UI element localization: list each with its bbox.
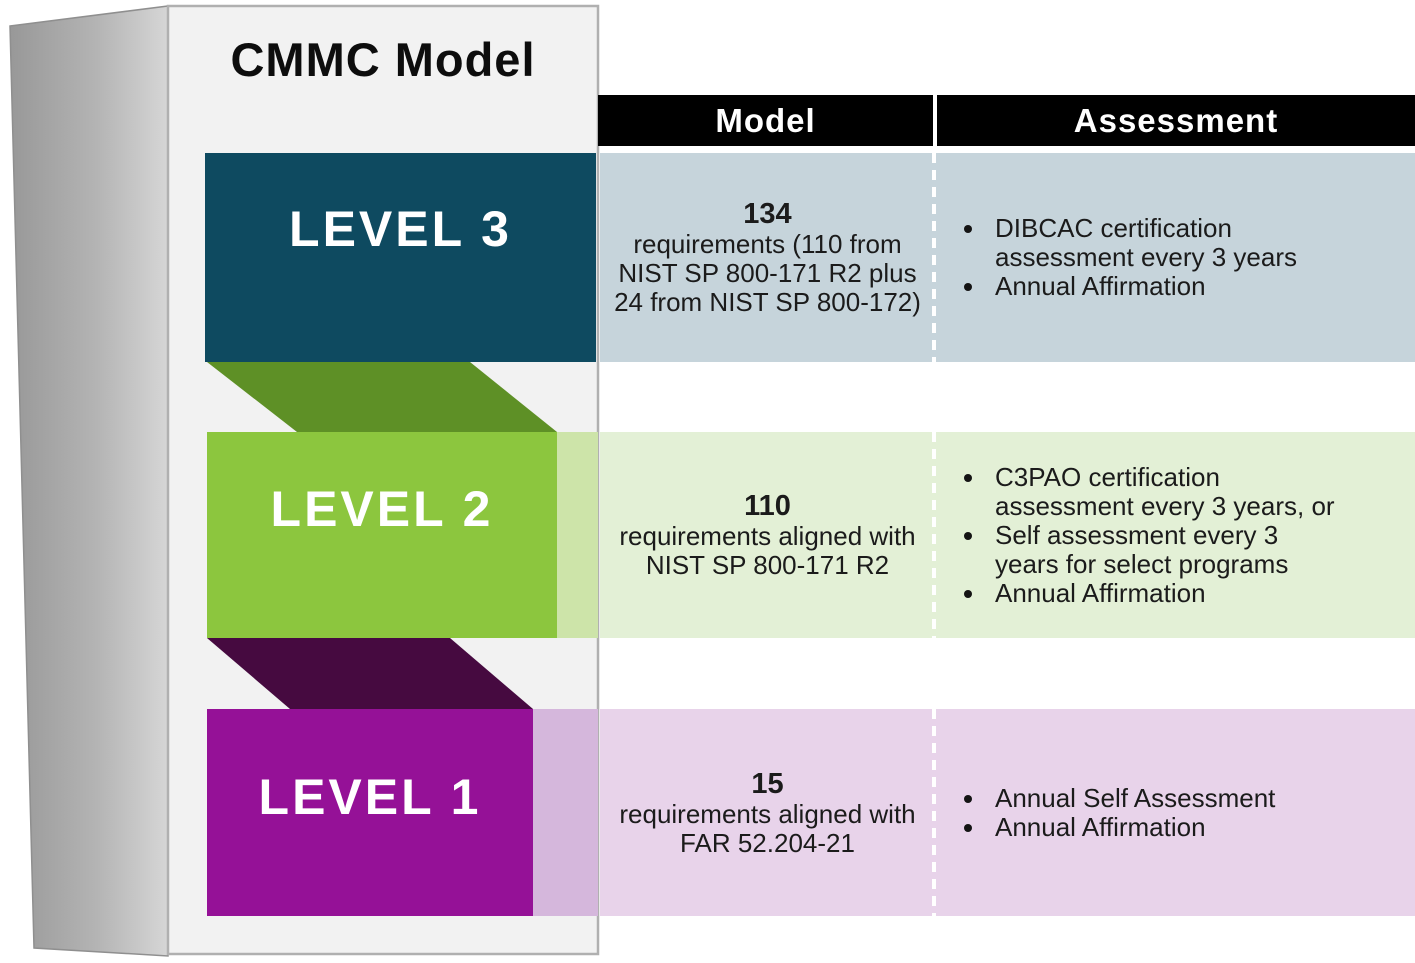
table-row-level-1: 15 requirements aligned with FAR 52.204-… [600, 709, 1415, 916]
assessment-item: Annual Affirmation [940, 811, 1340, 842]
requirement-count: 110 [744, 490, 791, 522]
level-1-banner-overlap [533, 709, 598, 916]
requirement-description: requirements (110 from NIST SP 800-171 R… [614, 229, 921, 317]
assessment-item-text: Annual Self Assessment [995, 782, 1276, 813]
table-row-level-2: 110 requirements aligned with NIST SP 80… [600, 432, 1415, 638]
assessment-list: C3PAO certification assessment every 3 y… [940, 461, 1415, 608]
table-row-level-3: 134 requirements (110 from NIST SP 800-1… [600, 153, 1415, 362]
assessment-list: Annual Self Assessment Annual Affirmatio… [940, 782, 1415, 842]
assessment-item-text: DIBCAC certification assessment every 3 … [995, 213, 1298, 272]
level-3-banner: LEVEL 3 [205, 153, 596, 362]
page-title: CMMC Model [230, 32, 536, 86]
assessment-item-text: Annual Affirmation [995, 577, 1206, 608]
assessment-item-text: Annual Affirmation [995, 271, 1206, 301]
assessment-cell: Annual Self Assessment Annual Affirmatio… [940, 709, 1415, 916]
level-2-banner: LEVEL 2 [207, 432, 557, 638]
assessment-item: DIBCAC certification assessment every 3 … [940, 214, 1340, 272]
level-label: LEVEL 3 [289, 200, 512, 257]
column-divider-dashed [932, 432, 936, 638]
assessment-list: DIBCAC certification assessment every 3 … [940, 214, 1415, 301]
ribbon-fold-green [207, 362, 557, 432]
level-1-banner: LEVEL 1 [207, 709, 533, 916]
assessment-item: Annual Affirmation [940, 577, 1340, 608]
assessment-item-text: C3PAO certification assessment every 3 y… [995, 461, 1335, 521]
assessment-item-text: Self assessment every 3 years for select… [995, 519, 1289, 579]
assessment-item: C3PAO certification assessment every 3 y… [940, 461, 1340, 521]
requirement-count: 15 [751, 767, 784, 800]
assessment-item-text: Annual Affirmation [995, 811, 1206, 842]
assessment-item: Annual Affirmation [940, 272, 1340, 301]
column-header-assessment: Assessment [937, 95, 1415, 146]
box-side-face [9, 5, 169, 957]
assessment-item: Annual Self Assessment [940, 782, 1340, 813]
assessment-cell: C3PAO certification assessment every 3 y… [940, 432, 1415, 638]
requirement-count: 134 [743, 198, 792, 230]
model-cell: 134 requirements (110 from NIST SP 800-1… [600, 153, 935, 362]
column-divider-dashed [932, 709, 936, 916]
assessment-cell: DIBCAC certification assessment every 3 … [940, 153, 1415, 362]
level-2-banner-overlap [557, 432, 598, 638]
assessment-item: Self assessment every 3 years for select… [940, 519, 1340, 579]
level-label: LEVEL 2 [270, 481, 494, 537]
column-divider-dashed [932, 153, 936, 362]
model-cell: 110 requirements aligned with NIST SP 80… [600, 432, 935, 638]
column-header-model: Model [598, 95, 933, 146]
level-label: LEVEL 1 [258, 768, 482, 825]
requirement-description: requirements aligned with NIST SP 800-17… [619, 521, 916, 580]
requirement-description: requirements aligned with FAR 52.204-21 [619, 798, 916, 858]
ribbon-fold-purple [207, 638, 533, 709]
model-cell: 15 requirements aligned with FAR 52.204-… [600, 709, 935, 916]
